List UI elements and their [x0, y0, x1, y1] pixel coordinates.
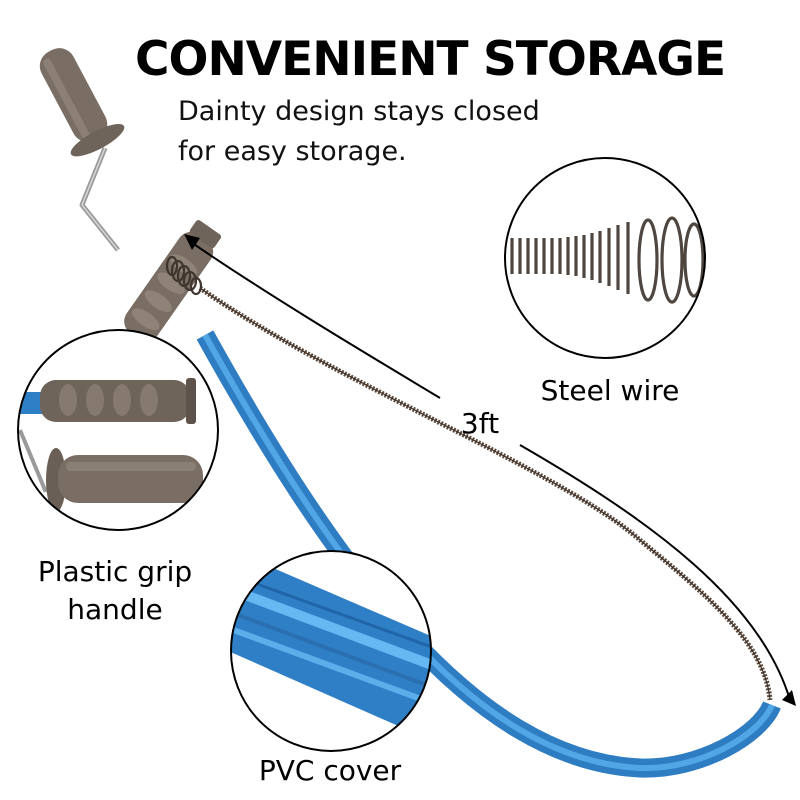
- length-label: 3ft: [460, 407, 500, 440]
- page-title: CONVENIENT STORAGE: [135, 32, 726, 87]
- grip-handle-callout: [17, 329, 219, 531]
- main-grip: [124, 220, 222, 342]
- grip-label-line-2: handle: [67, 593, 163, 626]
- subtitle: Dainty design stays closed for easy stor…: [178, 92, 638, 172]
- steel-wire-callout: [504, 157, 706, 359]
- steel-wire-label: Steel wire: [540, 374, 680, 407]
- auger-head: [165, 255, 203, 296]
- grip-handle-label: Plastic grip handle: [5, 553, 225, 629]
- subtitle-line-1: Dainty design stays closed: [178, 96, 540, 127]
- crank-rod: [79, 147, 120, 252]
- length-arrow-lower: [519, 444, 791, 701]
- crank-knob: [39, 48, 125, 157]
- grip-label-line-1: Plastic grip: [37, 555, 193, 588]
- length-arrow-upper: [187, 239, 441, 399]
- pvc-cover-callout: [230, 550, 432, 752]
- pvc-cover-label: PVC cover: [258, 754, 402, 787]
- subtitle-line-2: for easy storage.: [178, 136, 407, 167]
